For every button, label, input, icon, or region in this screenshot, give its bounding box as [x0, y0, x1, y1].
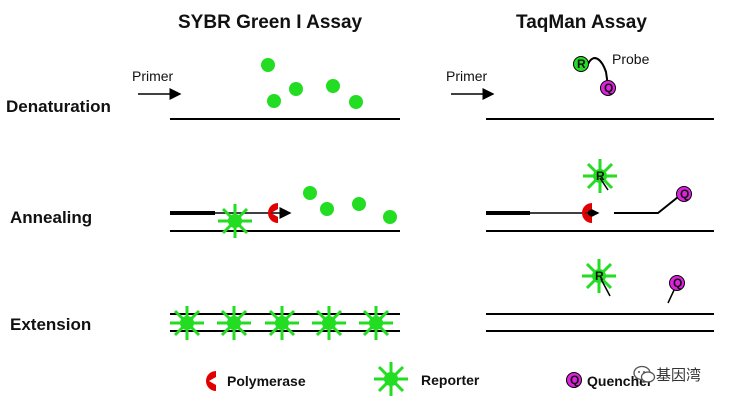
- legend-polymerase-icon: [206, 371, 216, 391]
- released-reporter-mark: R: [596, 169, 605, 183]
- row-label-extension: Extension: [10, 315, 91, 334]
- probe-label: Probe: [612, 51, 650, 67]
- taqman-annealing: Q R: [486, 157, 714, 232]
- legend: Polymerase Reporter Q Quencher: [206, 360, 653, 398]
- sybr-dye-dot: [267, 94, 281, 108]
- annealing-quencher: [676, 186, 692, 202]
- quencher-tail: [667, 287, 676, 304]
- sybr-dye-dot: [261, 58, 275, 72]
- legend-polymerase-label: Polymerase: [227, 373, 306, 389]
- taqman-title: TaqMan Assay: [516, 12, 647, 33]
- legend-quencher-icon: [566, 372, 582, 388]
- sybr-annealing: [170, 186, 400, 240]
- sybr-dye-dot: [303, 186, 317, 200]
- legend-reporter-icon: [372, 360, 410, 398]
- sybr-bound-reporter: [263, 304, 301, 342]
- probe-remnant: [614, 196, 679, 214]
- sybr-dye-dot: [289, 82, 303, 96]
- sybr-bound-reporter: [216, 202, 254, 240]
- probe-reporter-mark: R: [577, 57, 586, 71]
- sybr-title: SYBR Green I Assay: [178, 12, 363, 33]
- row-label-denaturation: Denaturation: [6, 97, 111, 116]
- sybr-bound-reporter: [168, 304, 206, 342]
- reporter-tail: [600, 278, 611, 297]
- annealing-quencher-mark: Q: [680, 187, 689, 201]
- sybr-bound-reporter: [215, 304, 253, 342]
- legend-quencher-mark: Q: [570, 373, 579, 387]
- taqman-denaturation: Primer R Q Probe: [446, 51, 714, 120]
- row-label-annealing: Annealing: [10, 208, 92, 227]
- free-quencher-mark: Q: [673, 276, 682, 290]
- free-reporter-mark: R: [595, 269, 604, 283]
- sybr-bound-reporter: [357, 304, 395, 342]
- watermark-text: 基因湾: [656, 366, 701, 384]
- watermark: 基因湾: [633, 365, 701, 384]
- legend-reporter-label: Reporter: [421, 372, 480, 388]
- sybr-bound-reporter: [310, 304, 348, 342]
- sybr-extension: [168, 304, 400, 342]
- sybr-dye-dot: [349, 95, 363, 109]
- probe-linker: [587, 57, 609, 87]
- probe-reporter: [573, 56, 589, 72]
- sybr-denaturation: Primer: [132, 58, 400, 120]
- sybr-dye-dot: [320, 202, 334, 216]
- wechat-icon: [633, 365, 656, 383]
- probe-quencher: [600, 80, 616, 96]
- sybr-primer-label: Primer: [132, 68, 174, 84]
- sybr-dye-dot: [383, 210, 397, 224]
- sybr-dye-dot: [326, 79, 340, 93]
- sybr-dye-dot: [352, 197, 366, 211]
- probe-quencher-mark: Q: [604, 81, 613, 95]
- reporter-tail: [599, 177, 609, 191]
- taqman-extension: R Q: [486, 257, 714, 332]
- free-quencher: [669, 275, 685, 291]
- taqman-primer-label: Primer: [446, 68, 488, 84]
